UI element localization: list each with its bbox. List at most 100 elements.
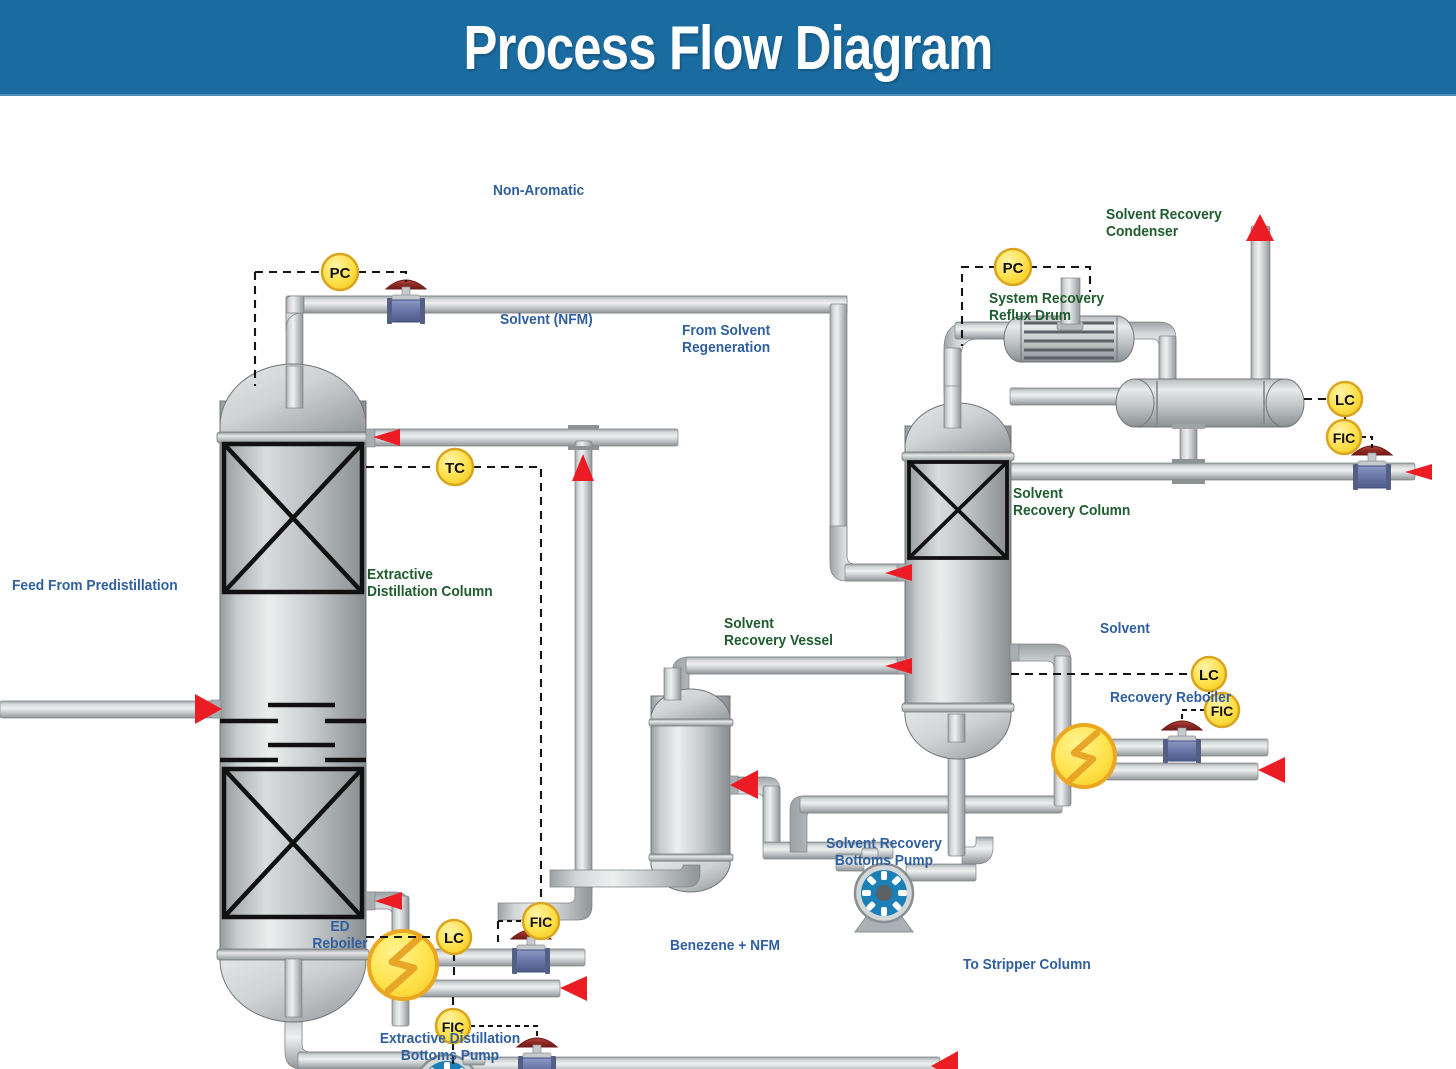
fic-drum-tag: FIC: [1333, 430, 1356, 446]
recovery-column-bed: [907, 460, 1009, 560]
lc-ed-tag: LC: [444, 930, 464, 947]
ed-column-solvent-nozzle: [365, 428, 376, 448]
pipe-recovery-reboiler-header: [799, 795, 1063, 814]
ed-reboiler-bolt-icon: [384, 935, 422, 995]
pressure-controller-ed-column[interactable]: PC: [320, 252, 360, 292]
pipe-recovery-solvent-product: [1105, 762, 1259, 781]
control-valve-non-aromatic-overhead[interactable]: [384, 279, 428, 324]
flow-controller-ed-reboiler-outlet[interactable]: FIC: [521, 901, 561, 941]
fic-ed-reflux-tag: FIC: [530, 914, 553, 930]
arrow-non-aromatic-to-column: [885, 564, 912, 581]
piping-network: [0, 225, 1416, 1069]
level-controller-ed-column[interactable]: LC: [435, 918, 473, 956]
drum-bottom-flange: [1172, 424, 1205, 429]
arrow-srv-side-draw: [730, 770, 758, 799]
recovery-column-sidedraw-nozzle: [1009, 643, 1020, 662]
fic-src-tag: FIC: [1211, 703, 1234, 719]
arrow-drum-outlet: [1405, 464, 1432, 480]
recovery-reboiler-bolt-icon: [1066, 729, 1101, 784]
instrument-signal-lines: [253, 265, 1374, 1069]
pipe-solvent-nfm-riser: [574, 440, 593, 897]
src-pump-vanes: [862, 871, 907, 916]
drum-shell: [1134, 378, 1286, 428]
instrument-bubbles[interactable]: PC TC LC FIC FIC PC: [320, 247, 1364, 1045]
control-valve-reflux-drum-outlet[interactable]: [1350, 445, 1394, 490]
recovery-column-top-head: [904, 402, 1012, 455]
solvent-recovery-condenser[interactable]: [1003, 277, 1135, 363]
lc-drum-tag: LC: [1335, 392, 1355, 409]
level-controller-recovery-column[interactable]: LC: [1190, 655, 1228, 693]
stream-label-to-stripper-column: To Stripper Column: [963, 956, 1091, 973]
ed-column-top-nozzle: [285, 365, 304, 409]
flow-arrows: [195, 214, 1432, 1069]
pipe-feed: [0, 700, 223, 719]
arrow-srv-to-column: [885, 658, 912, 674]
ed-column-upper-bed: [221, 441, 365, 595]
pipe-ed-suction: [297, 1051, 427, 1069]
control-valve-recovery-solvent[interactable]: [1160, 720, 1204, 763]
level-controller-reflux-drum[interactable]: LC: [1326, 380, 1364, 418]
pc-src-tag: PC: [1003, 260, 1024, 277]
banner-underline: [0, 94, 1456, 96]
ed-column-bottom-draw-nozzle: [365, 891, 376, 911]
extractive-distillation-column[interactable]: [210, 363, 376, 1023]
equipment-label-recovery-reboiler: Recovery Reboiler: [1110, 689, 1232, 706]
flow-controller-reflux-drum-outlet[interactable]: FIC: [1325, 418, 1363, 456]
solvent-recovery-vessel[interactable]: [549, 667, 739, 893]
elbow-ed-overhead: [285, 295, 305, 314]
pc-ed-tag: PC: [330, 265, 351, 282]
control-valve-ed-bottoms[interactable]: [515, 1037, 559, 1069]
src-pump-hub: [876, 885, 892, 901]
extractive-distillation-bottoms-pump[interactable]: [416, 1052, 486, 1069]
elbow-src-pump-discharge: [961, 836, 994, 865]
title-banner: Process Flow Diagram: [0, 0, 1456, 96]
stream-label-solvent: Solvent: [1100, 620, 1150, 637]
temperature-controller-ed-column[interactable]: TC: [435, 447, 475, 487]
pressure-controller-recovery-column[interactable]: PC: [993, 247, 1033, 287]
recovery-reboiler-exchanger[interactable]: [1051, 723, 1117, 789]
ed-column-trays: [220, 702, 366, 763]
arrow-ed-reboiler-product-out: [560, 976, 587, 1001]
ed-column-band-top: [216, 431, 370, 444]
pipe-non-aromatic-downcomer: [829, 303, 848, 565]
arrow-solvent-riser-up: [572, 454, 594, 481]
ed-pump-discharge-nozzle: [462, 1052, 486, 1066]
src-pump-suction-nozzle: [861, 847, 879, 860]
recovery-column-bottom-nozzle: [947, 713, 966, 743]
solvent-recovery-bottoms-pump[interactable]: [853, 847, 915, 933]
flow-controller-ed-bottoms[interactable]: FIC: [434, 1007, 472, 1045]
pipe-srv-to-recovery-column: [685, 656, 916, 675]
stream-label-non-aromatic: Non-Aromatic: [493, 182, 585, 199]
ed-column-lower-bed: [221, 766, 365, 920]
recovery-column-band-bottom: [901, 702, 1015, 713]
arrow-recovery-reboiler-out: [1258, 757, 1285, 783]
ed-column-bottom-outlet-nozzle: [284, 958, 303, 1018]
system-recovery-reflux-drum[interactable]: [1115, 378, 1305, 429]
lc-src-tag: LC: [1199, 667, 1219, 684]
ed-reboiler-exchanger[interactable]: [367, 929, 439, 1001]
arrow-feed-in: [195, 694, 222, 724]
page-title: Process Flow Diagram: [463, 13, 994, 83]
recovery-column-top-nozzle: [943, 385, 962, 429]
pipe-solvent-nfm-header: [371, 428, 679, 447]
stream-label-solvent-nfm: Solvent (NFM): [500, 311, 593, 328]
stream-label-benezene-nfm: Benezene + NFM: [670, 937, 781, 954]
srv-band-top: [648, 718, 734, 727]
srv-top-head: [650, 688, 731, 722]
fic-ed-btms-tag: FIC: [442, 1019, 465, 1035]
flow-controller-recovery-reboiler[interactable]: FIC: [1203, 691, 1241, 729]
srv-band-bottom: [648, 853, 734, 862]
pipe-src-pump-suction: [835, 853, 865, 872]
drum-right-head: [1265, 378, 1305, 428]
srv-top-nozzle: [663, 667, 682, 701]
tc-ed-tag: TC: [445, 460, 465, 477]
arrow-solvent-nfm-in: [373, 429, 400, 446]
